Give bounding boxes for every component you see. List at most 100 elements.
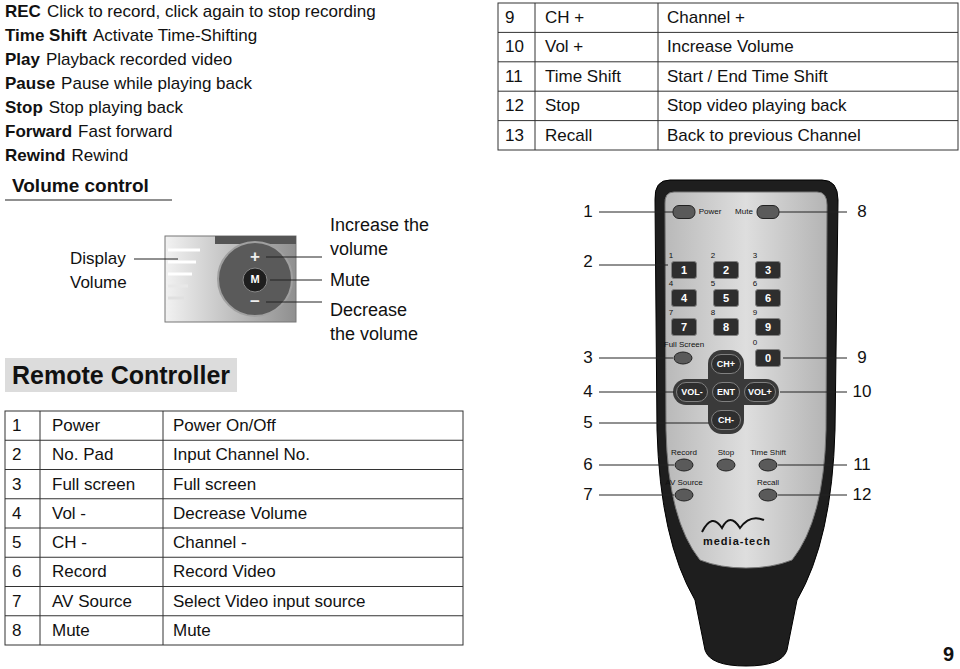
callout-text: Increase the volume <box>330 213 430 261</box>
table-rule <box>5 498 463 499</box>
volume-bar <box>168 249 200 252</box>
table-rule <box>5 615 463 616</box>
key-label: 4 <box>681 293 687 304</box>
number-key: 8 <box>713 318 739 336</box>
table-rule <box>498 120 958 121</box>
key-label: CH- <box>718 416 734 425</box>
table-number: 7 <box>12 592 21 612</box>
full-screen-button <box>674 352 692 364</box>
recall-button <box>759 489 777 501</box>
table-number: 13 <box>505 126 524 146</box>
table-number: 4 <box>12 504 21 524</box>
table-number: 9 <box>505 8 514 28</box>
record-button <box>675 459 693 471</box>
key-caption: 5 <box>711 279 715 289</box>
table-cell: Recall <box>545 126 592 146</box>
key-caption: 9 <box>753 308 757 318</box>
mute-button <box>757 206 779 219</box>
table-rule <box>5 557 463 558</box>
table-cell: Decrease Volume <box>173 504 307 524</box>
number-key: 2 <box>713 261 739 279</box>
callout-number: 3 <box>583 348 592 368</box>
key-caption: 3 <box>753 251 757 261</box>
table-cell: Mute <box>52 621 90 641</box>
key-label: 1 <box>681 265 687 276</box>
callout-number: 2 <box>583 252 592 272</box>
button-caption: Power <box>699 207 722 217</box>
table-number: 3 <box>12 475 21 495</box>
key-caption: 7 <box>669 308 673 318</box>
table-cell: Channel - <box>173 533 247 553</box>
button-caption: Recall <box>757 478 779 488</box>
key-caption: 4 <box>669 279 673 289</box>
leader-line <box>134 259 178 260</box>
term: Time Shift <box>5 26 87 46</box>
leader-line <box>778 465 847 466</box>
nav-pad <box>708 350 744 434</box>
table-cell: Record Video <box>173 562 276 582</box>
channel-key: CH- <box>711 410 741 430</box>
table-cell: Mute <box>173 621 211 641</box>
number-key: 7 <box>671 318 697 336</box>
button-caption: Time Shift <box>750 448 786 458</box>
term: REC <box>5 2 41 22</box>
leader-line <box>599 423 709 424</box>
callout-number: 9 <box>857 348 866 368</box>
callout-number: 4 <box>583 382 592 402</box>
time-shift-button <box>759 459 777 471</box>
key-label: 0 <box>765 353 771 364</box>
callout-text: Decrease the volume <box>330 298 430 346</box>
key-caption: 1 <box>669 251 673 261</box>
leader-line <box>779 212 847 213</box>
term-description: Fast forward <box>78 122 172 142</box>
term: Rewind <box>5 146 65 166</box>
table-rule <box>5 469 463 470</box>
key-label: 6 <box>765 293 771 304</box>
term: Pause <box>5 74 55 94</box>
leader-line <box>599 358 673 359</box>
key-caption: 2 <box>711 251 715 261</box>
table-cell: Back to previous Channel <box>667 126 861 146</box>
callout-number: 8 <box>857 202 866 222</box>
volume-key: VOL+ <box>744 382 776 402</box>
key-label: CH+ <box>717 360 735 369</box>
callout-text: Mute <box>330 268 370 292</box>
leader-line <box>599 212 673 213</box>
term-description: Activate Time-Shifting <box>93 26 257 46</box>
key-caption: 6 <box>753 279 757 289</box>
number-key: 4 <box>671 289 697 307</box>
table-rule <box>498 32 958 33</box>
brand-logo: media-tech <box>703 535 771 548</box>
volume-bar <box>168 297 184 300</box>
key-label: 5 <box>723 293 729 304</box>
callout-number: 5 <box>583 413 592 433</box>
term-description: Rewind <box>71 146 128 166</box>
button-caption: Full Screen <box>664 340 704 350</box>
table-cell: Power <box>52 416 100 436</box>
leader-line <box>266 257 322 258</box>
section-heading: Remote Controller <box>5 358 237 392</box>
term: Forward <box>5 122 72 142</box>
callout-number: 12 <box>853 485 872 505</box>
term-description: Playback recorded video <box>46 50 232 70</box>
table-cell: AV Source <box>52 592 132 612</box>
number-key: 9 <box>755 318 781 336</box>
key-label: 7 <box>681 322 687 333</box>
table-cell: Full screen <box>173 475 256 495</box>
table-rule <box>658 3 659 150</box>
leader-line <box>270 280 322 281</box>
av-source-button <box>675 489 693 501</box>
term-description: Stop playing back <box>49 98 183 118</box>
table-cell: Full screen <box>52 475 135 495</box>
number-key: 5 <box>713 289 739 307</box>
table-rule <box>498 91 958 92</box>
key-label: VOL- <box>681 388 703 397</box>
volume-dial <box>218 242 292 316</box>
page-number: 9 <box>943 642 954 666</box>
leader-line <box>266 302 322 303</box>
volume-bar <box>168 273 192 276</box>
table-rule <box>5 586 463 587</box>
leader-line <box>783 358 847 359</box>
term: Play <box>5 50 40 70</box>
callout-number: 7 <box>583 485 592 505</box>
